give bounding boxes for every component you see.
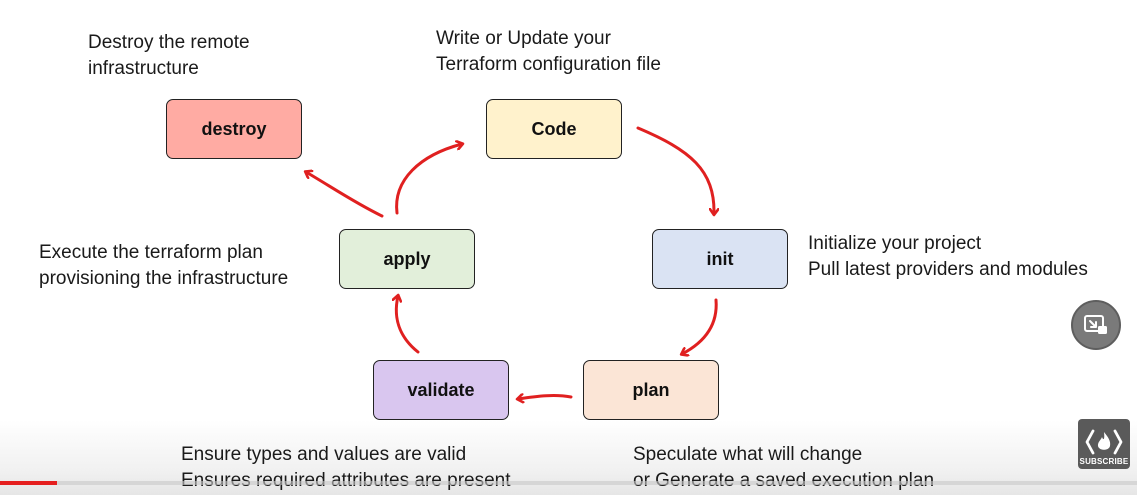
caption-apply: Execute the terraform plan provisioning … xyxy=(39,240,288,292)
node-plan: plan xyxy=(583,360,719,420)
arrow-apply-to-destroy xyxy=(306,172,384,218)
node-validate: validate xyxy=(373,360,509,420)
node-destroy: destroy xyxy=(166,99,302,159)
caption-destroy-line-2: infrastructure xyxy=(88,58,199,79)
subscribe-button[interactable]: SUBSCRIBE xyxy=(1078,419,1130,469)
caption-init: Initialize your project Pull latest prov… xyxy=(808,231,1088,283)
node-code: Code xyxy=(486,99,622,159)
caption-plan-line-2: or Generate a saved execution plan xyxy=(633,468,934,494)
video-progress-fill xyxy=(0,481,57,485)
caption-validate-line-2: Ensures required attributes are present xyxy=(181,468,511,494)
caption-code-line-2: Terraform configuration file xyxy=(436,54,661,75)
flame-logo-icon xyxy=(1085,429,1123,455)
caption-validate-line-1: Ensure types and values are valid xyxy=(181,444,467,465)
node-apply: apply xyxy=(339,229,475,289)
caption-apply-line-1: Execute the terraform plan xyxy=(39,242,263,263)
caption-code-line-1: Write or Update your xyxy=(436,28,611,49)
node-init: init xyxy=(652,229,788,289)
caption-init-line-1: Initialize your project xyxy=(808,233,982,254)
caption-code: Write or Update your Terraform configura… xyxy=(436,26,661,78)
caption-destroy: Destroy the remote infrastructure xyxy=(88,30,250,82)
caption-destroy-line-1: Destroy the remote xyxy=(88,32,250,53)
caption-plan: Speculate what will change or Generate a… xyxy=(633,442,934,494)
picture-in-picture-button[interactable] xyxy=(1071,300,1121,350)
arrow-apply-to-code xyxy=(395,144,462,215)
arrow-plan-to-validate xyxy=(518,396,573,399)
arrow-init-to-plan xyxy=(682,298,718,354)
caption-init-line-2: Pull latest providers and modules xyxy=(808,259,1088,280)
arrow-validate-to-apply xyxy=(396,296,420,354)
caption-apply-line-2: provisioning the infrastructure xyxy=(39,268,289,289)
picture-in-picture-icon xyxy=(1084,315,1107,334)
caption-plan-line-1: Speculate what will change xyxy=(633,444,863,465)
subscribe-label: SUBSCRIBE xyxy=(1079,457,1129,466)
video-progress-bar[interactable] xyxy=(0,481,1137,485)
caption-validate: Ensure types and values are valid Ensure… xyxy=(181,442,511,494)
arrow-code-to-init xyxy=(636,126,714,214)
